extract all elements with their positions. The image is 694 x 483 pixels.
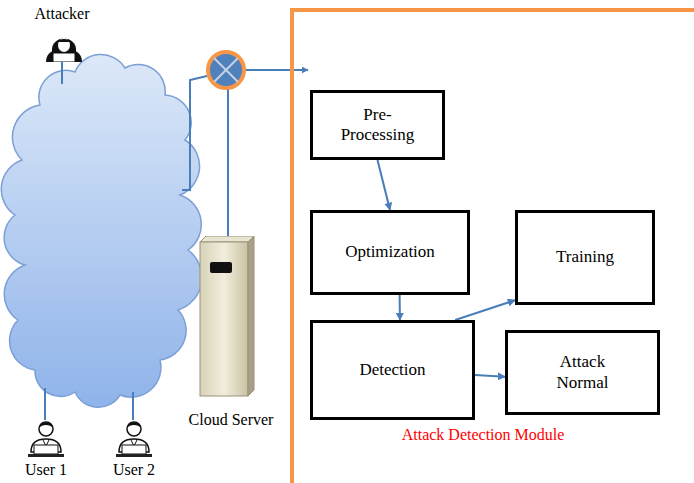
cloud-shape bbox=[1, 55, 202, 408]
module-region: Pre- ProcessingOptimization TrainingDetec… bbox=[290, 8, 694, 483]
module-label-slot: Attack Detection Module bbox=[383, 425, 583, 444]
user-figure: User 1 bbox=[14, 418, 78, 480]
box-label: Detection bbox=[359, 360, 425, 380]
attacker-figure: Attacker bbox=[30, 4, 94, 60]
box-label: Optimization bbox=[345, 242, 435, 262]
box-label: Pre- Processing bbox=[330, 105, 426, 146]
box-label: Training bbox=[556, 247, 614, 267]
user-icon bbox=[114, 418, 154, 458]
process-box: Optimization bbox=[310, 210, 470, 295]
label-slot: Attacker bbox=[34, 4, 89, 26]
flow-arrow bbox=[378, 160, 391, 210]
server-label-slot: Cloud Server bbox=[176, 410, 286, 429]
router-module-arrow bbox=[244, 69, 308, 71]
output-box: Attack Normal bbox=[505, 330, 660, 415]
server-icon bbox=[198, 236, 258, 398]
flow-arrow bbox=[475, 375, 505, 377]
icon-label: Attacker bbox=[34, 4, 89, 23]
flow-arrow bbox=[399, 295, 401, 320]
user-wire bbox=[44, 388, 46, 420]
router-server-wire bbox=[227, 88, 229, 238]
router-symbol bbox=[208, 52, 244, 88]
hacker-icon bbox=[44, 28, 84, 62]
box-label: Attack Normal bbox=[543, 352, 623, 393]
cloud-router-wire bbox=[182, 76, 207, 190]
user-wire bbox=[132, 392, 134, 420]
flow-arrow bbox=[455, 300, 515, 320]
icon-label: Cloud Server bbox=[176, 410, 286, 429]
process-box: Training bbox=[515, 210, 655, 305]
module-title: Attack Detection Module bbox=[383, 425, 583, 444]
icon-label: User 2 bbox=[102, 460, 166, 479]
process-box: Detection bbox=[310, 320, 475, 420]
user-figure: User 2 bbox=[102, 418, 166, 480]
icon-label: User 1 bbox=[14, 460, 78, 479]
server-figure: Cloud Server bbox=[176, 236, 286, 436]
process-box: Pre- Processing bbox=[310, 90, 445, 160]
user-icon bbox=[26, 418, 66, 458]
